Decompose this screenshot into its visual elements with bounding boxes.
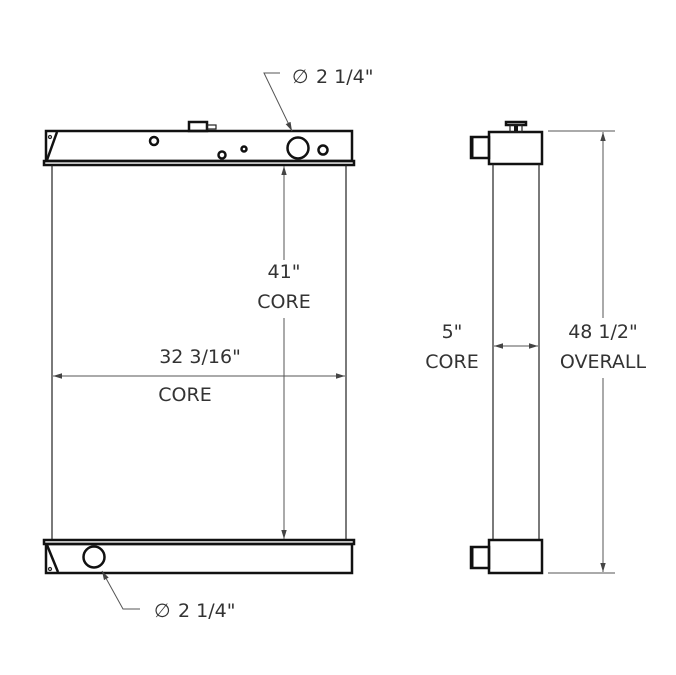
top-port-callout: ∅ 2 1/4" bbox=[263, 66, 373, 132]
core-height-label: CORE bbox=[257, 291, 310, 313]
top-port-size: 2 1/4" bbox=[316, 66, 373, 88]
core-height-dimension: 41" CORE bbox=[257, 166, 311, 539]
bottom-port-size: 2 1/4" bbox=[178, 600, 235, 622]
diameter-icon: ∅ bbox=[154, 600, 171, 622]
core-depth-value: 5" bbox=[442, 321, 463, 343]
top-tank bbox=[42, 120, 356, 167]
core-width-value: 32 3/16" bbox=[159, 346, 241, 368]
side-filler-cap bbox=[504, 120, 528, 133]
diameter-icon: ∅ bbox=[292, 66, 309, 88]
bottom-tank bbox=[42, 538, 356, 575]
core bbox=[51, 165, 347, 540]
core-width-label: CORE bbox=[158, 384, 211, 406]
bottom-port-callout: ∅ 2 1/4" bbox=[101, 570, 235, 622]
bottom-port bbox=[82, 545, 106, 569]
overall-height-dimension: 48 1/2" OVERALL bbox=[548, 130, 647, 574]
overall-height-value: 48 1/2" bbox=[568, 321, 638, 343]
core-depth-label: CORE bbox=[425, 351, 478, 373]
overall-height-label: OVERALL bbox=[560, 351, 647, 373]
top-port bbox=[286, 136, 310, 160]
core-width-dimension: 32 3/16" CORE bbox=[53, 345, 345, 406]
core-height-value: 41" bbox=[268, 261, 301, 283]
side-view: 5" CORE 48 1/2" OVERALL bbox=[425, 120, 647, 575]
front-view: ∅ 2 1/4" ∅ 2 1/4" 41" CORE 32 3/16" CORE bbox=[42, 66, 373, 622]
core-depth-dimension: 5" CORE bbox=[425, 321, 538, 373]
filler-cap bbox=[187, 120, 217, 133]
